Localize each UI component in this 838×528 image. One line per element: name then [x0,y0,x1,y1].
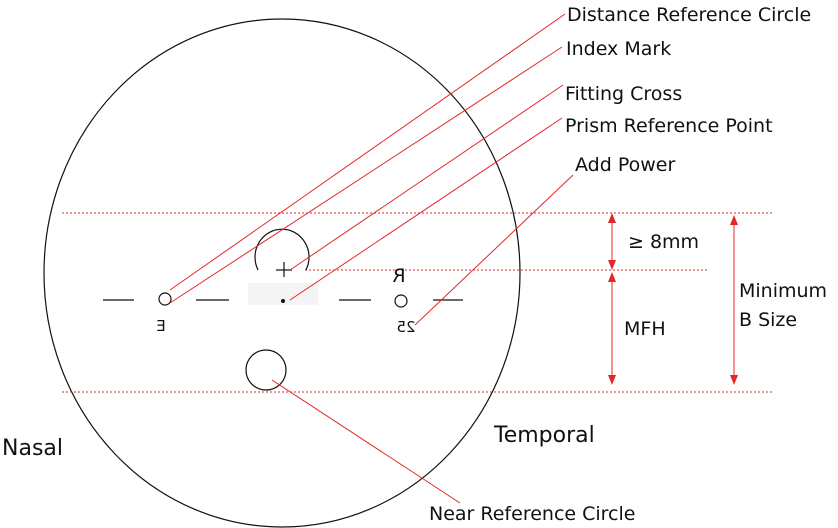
left-engraving: E [156,317,165,335]
label-minimum-b-size-line2: B Size [739,309,797,331]
dimension-min-b-size-arrow [730,215,738,385]
leader-prism-reference-point [289,117,563,301]
label-index-mark: Index Mark [566,38,671,60]
label-temporal: Temporal [493,423,595,448]
prism-reference-point [281,299,285,303]
near-reference-circle [245,349,287,391]
distance-reference-circle [254,228,310,271]
fitting-cross [276,262,292,277]
label-prism-reference-point: Prism Reference Point [565,115,773,137]
prism-area-patch [248,283,318,305]
index-mark-left [158,292,172,306]
dimension-8mm-arrow [608,213,616,270]
add-power-engraving: 25 [396,318,415,336]
label-min-height: ≥ 8mm [628,231,699,253]
label-nasal: Nasal [2,436,63,461]
leader-add-power [414,174,574,326]
leader-fitting-cross [289,84,564,271]
leader-lines [169,13,574,504]
label-distance-reference-circle: Distance Reference Circle [567,4,811,26]
label-add-power: Add Power [575,154,675,176]
right-engraving: R [392,265,405,287]
index-mark-right [394,294,408,308]
leader-near-reference-circle [271,379,461,504]
label-minimum-b-size-line1: Minimum [739,280,827,302]
label-mfh: MFH [624,318,666,340]
lens-outline [43,18,521,528]
label-near-reference-circle: Near Reference Circle [429,503,635,525]
leader-distance-reference-circle [169,13,566,291]
dimension-mfh-arrow [608,272,616,385]
leader-index-mark [169,46,563,304]
label-fitting-cross: Fitting Cross [565,83,682,105]
